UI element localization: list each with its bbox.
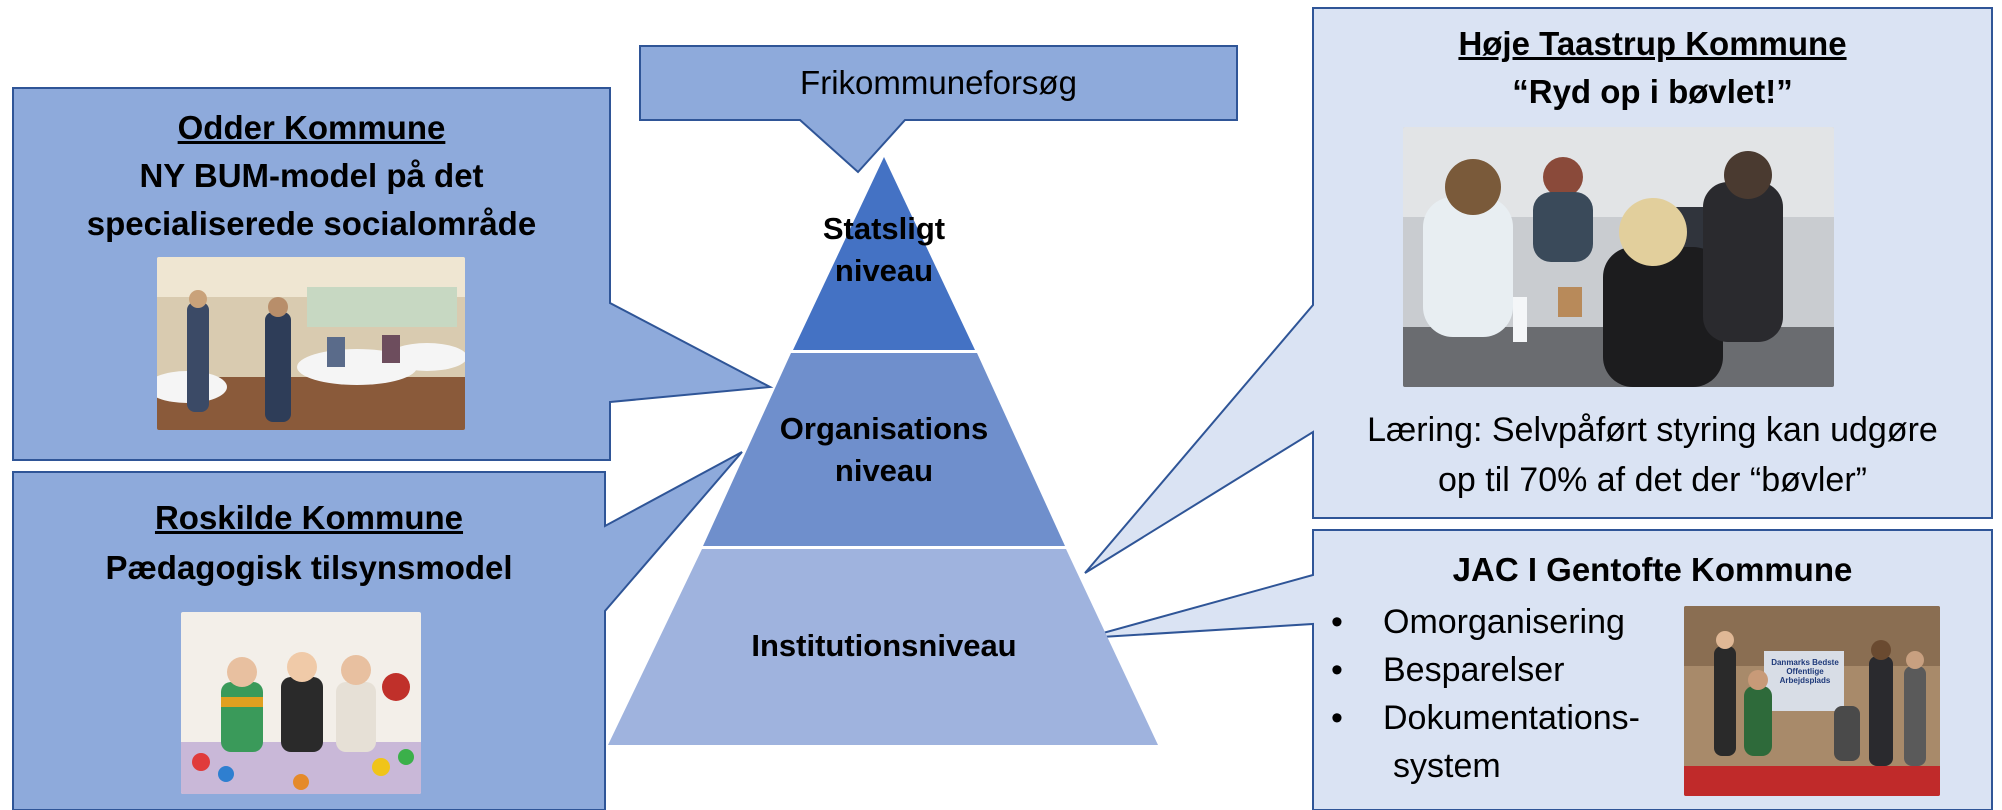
odder-line2: specialiserede socialområde <box>86 205 537 242</box>
jac-team-photo: Danmarks Bedste Offentlige Arbejdsplads <box>1684 606 1940 796</box>
tier-statsligt-line1: Statsligt <box>822 211 946 246</box>
tier-statsligt-label: Statsligt niveau <box>784 208 984 292</box>
jac-bullet-3-cont: system <box>1393 747 1501 785</box>
hoeje-learning: Læring: Selvpåført styring kan udgøre op… <box>1313 405 1992 505</box>
tier-institutions-label: Institutionsniveau <box>700 625 1068 667</box>
odder-line1: NY BUM-model på det <box>139 157 484 194</box>
frikommune-label: Frikommuneforsøg <box>800 64 1077 101</box>
hoeje-workshop-photo <box>1403 127 1834 387</box>
jac-bullet-list: Omorganisering Besparelser Dokumentation… <box>1327 598 1687 742</box>
hoeje-learning-line2: op til 70% af det der “bøvler” <box>1438 461 1867 499</box>
roskilde-subtitle: Pædagogisk tilsynsmodel <box>105 549 513 586</box>
pyramid-tier-middle <box>703 353 1065 546</box>
tier-statsligt-line2: niveau <box>834 253 934 288</box>
pyramid-tier-top <box>793 157 975 350</box>
hoeje-subtitle: “Ryd op i bøvlet!” <box>1512 73 1793 110</box>
odder-box: Odder Kommune NY BUM-model på det specia… <box>13 104 610 248</box>
jac-bullet-2: Besparelser <box>1327 646 1687 694</box>
tier-organisations-line1: Organisations <box>779 411 989 446</box>
jac-bullet-3: Dokumentations- <box>1327 694 1687 742</box>
roskilde-children-photo <box>181 612 421 794</box>
jac-title: JAC I Gentofte Kommune <box>1452 551 1853 588</box>
hoeje-title: Høje Taastrup Kommune <box>1458 25 1847 62</box>
tier-organisations-label: Organisations niveau <box>734 408 1034 492</box>
frikommune-callout-shape <box>639 45 1238 174</box>
tier-organisations-line2: niveau <box>834 453 934 488</box>
tier-institutions-line1: Institutionsniveau <box>751 628 1017 663</box>
roskilde-title: Roskilde Kommune <box>154 499 464 536</box>
hoeje-learning-line1: Læring: Selvpåført styring kan udgøre <box>1367 411 1938 449</box>
jac-photo-banner: Danmarks Bedste Offentlige Arbejdsplads <box>1771 658 1839 685</box>
odder-meeting-photo <box>157 257 465 430</box>
roskilde-box: Roskilde Kommune Pædagogisk tilsynsmodel <box>13 493 605 593</box>
jac-bullet-1: Omorganisering <box>1327 598 1687 646</box>
odder-title: Odder Kommune <box>177 109 446 146</box>
hoeje-box: Høje Taastrup Kommune “Ryd op i bøvlet!” <box>1313 20 1992 116</box>
pyramid-tier-bottom <box>608 549 1158 745</box>
